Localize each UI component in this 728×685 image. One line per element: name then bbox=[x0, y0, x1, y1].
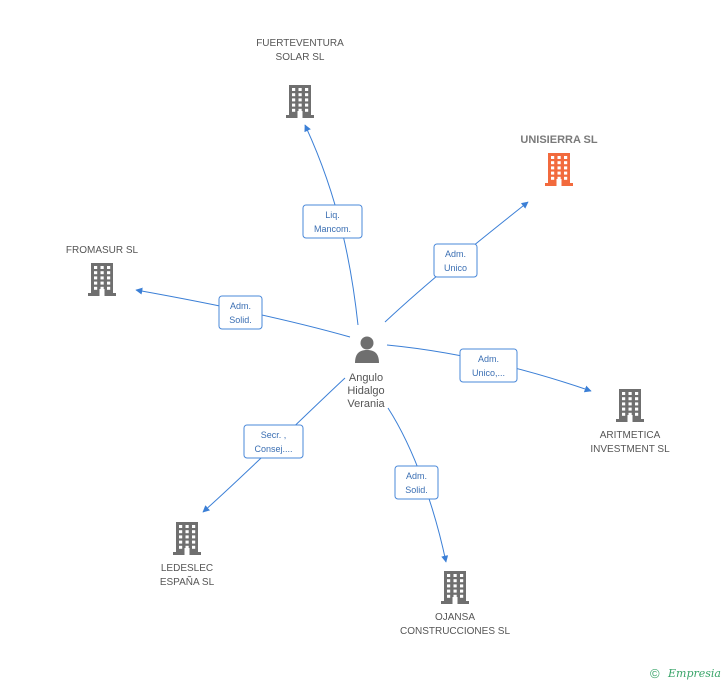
role-label-text: Consej.... bbox=[254, 444, 292, 454]
company-node-aritmetica[interactable]: ARITMETICA INVESTMENT SL bbox=[590, 389, 670, 455]
building-icon bbox=[173, 522, 201, 555]
edge-fromasur: Adm. Solid. bbox=[135, 287, 351, 338]
role-label-text: Solid. bbox=[229, 315, 252, 325]
role-label-text: Adm. bbox=[445, 249, 466, 259]
person-name-line: Angulo bbox=[349, 372, 383, 384]
edge-ojansa: Adm. Solid. bbox=[387, 407, 449, 563]
company-name: CONSTRUCCIONES SL bbox=[400, 626, 510, 637]
role-label-text: Unico bbox=[444, 263, 467, 273]
company-name: LEDESLEC bbox=[161, 563, 213, 574]
role-label-text: Adm. bbox=[478, 354, 499, 364]
role-label-text: Unico,... bbox=[472, 368, 505, 378]
edge-fuerteventura: Liq. Mancom. bbox=[302, 124, 363, 326]
role-label-box[interactable]: Adm. Solid. bbox=[218, 295, 263, 330]
company-name: OJANSA bbox=[435, 612, 475, 623]
role-label-text: Mancom. bbox=[314, 224, 351, 234]
building-icon bbox=[286, 85, 314, 118]
company-name: UNISIERRA SL bbox=[520, 134, 597, 146]
company-name: FUERTEVENTURA bbox=[256, 38, 344, 49]
person-icon bbox=[355, 336, 379, 363]
company-name: INVESTMENT SL bbox=[590, 444, 670, 455]
brand-name: Empresia bbox=[667, 667, 721, 680]
role-label-box[interactable]: Adm. Solid. bbox=[394, 465, 439, 500]
building-icon bbox=[545, 153, 573, 186]
company-name: FROMASUR SL bbox=[66, 245, 139, 256]
company-node-fuerteventura[interactable]: FUERTEVENTURA SOLAR SL bbox=[256, 38, 344, 118]
company-node-unisierra[interactable]: UNISIERRA SL bbox=[520, 134, 598, 186]
footer-brand: © Empresia bbox=[650, 666, 721, 681]
edge-aritmetica: Adm. Unico,... bbox=[386, 344, 592, 393]
copyright-symbol: © bbox=[650, 666, 660, 681]
role-label-text: Adm. bbox=[406, 471, 427, 481]
building-icon bbox=[88, 263, 116, 296]
role-label-text: Liq. bbox=[325, 210, 340, 220]
role-label-box[interactable]: Secr. , Consej.... bbox=[243, 424, 304, 459]
building-icon bbox=[616, 389, 644, 422]
person-name-line: Hidalgo bbox=[347, 385, 384, 397]
role-label-box[interactable]: Adm. Unico bbox=[433, 243, 478, 278]
role-label-box[interactable]: Adm. Unico,... bbox=[459, 348, 518, 383]
company-name: SOLAR SL bbox=[276, 52, 325, 63]
company-node-ojansa[interactable]: OJANSA CONSTRUCCIONES SL bbox=[400, 571, 510, 637]
role-label-text: Solid. bbox=[405, 485, 428, 495]
company-name: ARITMETICA bbox=[600, 430, 661, 441]
company-name: ESPAÑA SL bbox=[160, 575, 215, 588]
building-icon bbox=[441, 571, 469, 604]
edge-unisierra: Adm. Unico bbox=[384, 201, 529, 323]
person-name-line: Verania bbox=[347, 398, 385, 410]
company-node-fromasur[interactable]: FROMASUR SL bbox=[66, 245, 139, 296]
role-label-text: Secr. , bbox=[261, 430, 287, 440]
role-label-text: Adm. bbox=[230, 301, 251, 311]
edge-ledeslec: Secr. , Consej.... bbox=[202, 377, 346, 513]
role-label-box[interactable]: Liq. Mancom. bbox=[302, 204, 363, 239]
